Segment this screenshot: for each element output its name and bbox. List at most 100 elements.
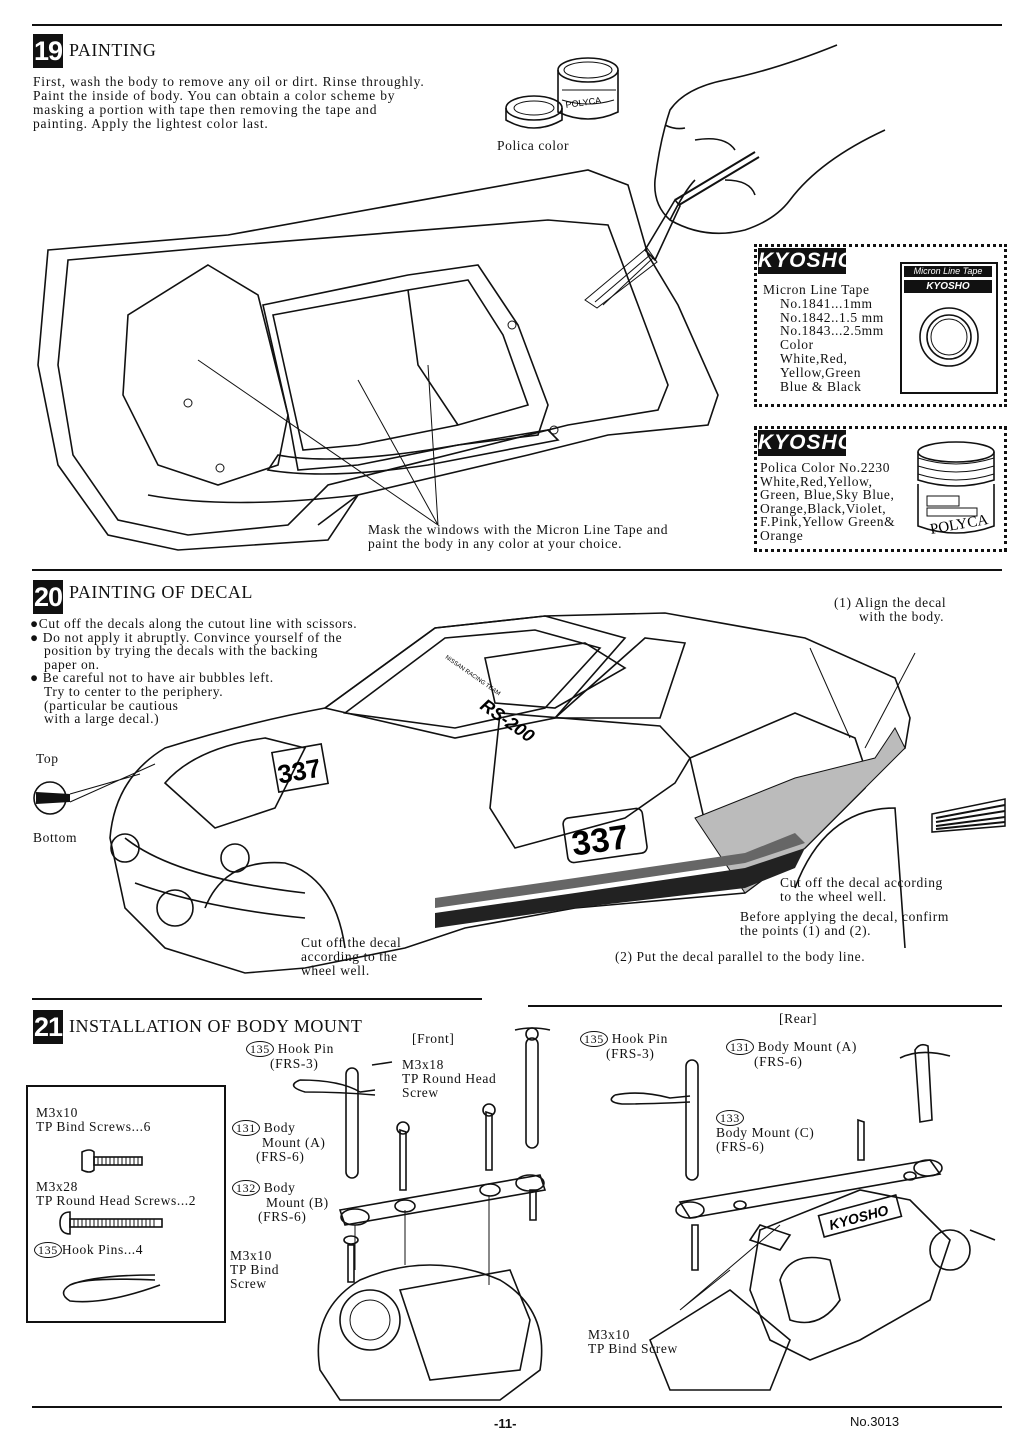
bullet-text: Try to center to the periphery.	[44, 683, 224, 699]
section-divider	[32, 569, 1002, 571]
parts-item-m3x28: M3x28 TP Round Head Screws...2	[36, 1180, 196, 1208]
polica-color-details: Polica Color No.2230 White,Red,Yellow, G…	[760, 461, 895, 543]
part-label: 132 Body	[232, 1180, 329, 1196]
top-label: Top	[36, 751, 59, 766]
round-head-screw-icon	[59, 1211, 163, 1235]
tape-package-brand: KYOSHO	[904, 280, 992, 293]
part-text: M3x10	[588, 1327, 631, 1342]
parts-item-m3x10: M3x10 TP Bind Screws...6	[36, 1106, 151, 1134]
instruction-line: Paint the inside of body. You can obtain…	[33, 88, 396, 103]
bottom-label: Bottom	[33, 830, 78, 845]
step-title-painting-of-decal: PAINTING OF DECAL	[69, 582, 253, 602]
part-text: (FRS-6)	[754, 1054, 803, 1069]
decal-cross-section-icon	[33, 763, 156, 815]
note-line: to the wheel well.	[780, 889, 887, 904]
bullet-item: ● Be careful not to have air bubbles lef…	[30, 671, 357, 685]
mask-line: paint the body in any color at your choi…	[368, 536, 623, 551]
part-text: Hook Pin	[277, 1041, 334, 1056]
front-bind-screw-label: M3x10 TP Bind Screw	[230, 1249, 279, 1291]
step-number-21: 21	[33, 1010, 63, 1044]
note-line: wheel well.	[301, 963, 370, 978]
part-text: TP Bind	[230, 1262, 280, 1277]
part-number-badge: 135	[246, 1041, 274, 1057]
team-name-text: NISSAN RACING TEAM	[444, 655, 501, 698]
hook-pin-icon	[62, 1274, 161, 1303]
rear-heading: [Rear]	[779, 1011, 818, 1026]
parallel-decal-note: (2) Put the decal parallel to the body l…	[615, 949, 866, 964]
part-text: (FRS-3)	[606, 1046, 655, 1061]
front-m3x18-label: M3x18 TP Round Head Screw	[402, 1058, 496, 1100]
step-title-painting: PAINTING	[69, 40, 157, 60]
part-label: 135 Hook Pin	[580, 1031, 668, 1047]
detail-line: Orange	[760, 527, 804, 543]
micron-tape-details: Micron Line Tape No.1841...1mm No.1842..…	[763, 283, 884, 393]
detail-line: F.Pink,Yellow Green&	[760, 514, 896, 530]
bullet-text: paper on.	[44, 656, 100, 672]
bullet-text: with a large decal.)	[44, 711, 160, 727]
bullet-text: Do not apply it abruptly. Convince yours…	[42, 629, 343, 645]
front-mount-assembly-illustration	[292, 1027, 551, 1401]
bind-screw-icon	[81, 1149, 143, 1173]
part-number-badge: 131	[726, 1039, 754, 1055]
polyca-jar-label: POLYCA	[565, 95, 602, 110]
detail-line: White,Red,Yellow,	[760, 473, 873, 489]
bullet-text: Cut off the decals along the cutout line…	[38, 616, 358, 631]
part-text: M3x10	[230, 1248, 273, 1263]
instruction-line: masking a portion with tape then removin…	[33, 102, 378, 117]
bullet-dot: ●	[30, 670, 39, 686]
race-number-hood: 337	[275, 753, 323, 790]
part-label: 131 Body Mount (A)	[726, 1039, 857, 1055]
note-line: Before applying the decal, confirm	[740, 909, 949, 924]
part-text: (FRS-6)	[256, 1149, 305, 1164]
align-decal-note: (1) Align the decal with the body.	[834, 596, 946, 624]
tape-roll-icon	[919, 307, 979, 367]
part-name: Hook Pins...4	[61, 1242, 144, 1257]
part-text: Body Mount (A)	[757, 1039, 857, 1054]
race-number-door: 337	[569, 818, 630, 864]
part-number-badge: 135	[580, 1031, 608, 1047]
part-number-badge: 135	[34, 1242, 62, 1258]
front-body-mount-a-label: 131 Body Mount (A) (FRS-6)	[232, 1120, 326, 1164]
detail-line: White,Red,	[780, 350, 848, 366]
micron-tape-box	[754, 244, 1007, 407]
tape-package-label: Micron Line Tape	[904, 266, 992, 277]
polica-jar-illustration: POLYCA	[505, 57, 619, 129]
part-text: TP Round Head	[402, 1071, 497, 1086]
step-title-installation: INSTALLATION OF BODY MOUNT	[69, 1016, 363, 1036]
body-shell-illustration	[37, 169, 719, 551]
rear-hook-pin-label: 135 Hook Pin (FRS-3)	[580, 1031, 668, 1061]
detail-line: Polica Color No.2230	[760, 460, 891, 475]
top-rule	[32, 24, 1002, 26]
part-text: Screw	[230, 1276, 267, 1291]
cut-wheel-right-note: Cut off the decal according to the wheel…	[780, 876, 943, 904]
bullet-item: ● Do not apply it abruptly. Convince you…	[30, 629, 357, 645]
polica-color-caption: Polica color	[497, 138, 570, 153]
front-body-mount-b-label: 132 Body Mount (B) (FRS-6)	[232, 1180, 329, 1224]
bullet-item: ●Cut off the decals along the cutout lin…	[30, 617, 357, 631]
part-number-badge: 132	[232, 1180, 260, 1196]
part-text: M3x18	[402, 1057, 445, 1072]
bullet-text: (particular be cautious	[44, 697, 179, 713]
part-size: M3x28	[36, 1179, 79, 1194]
document-number: No.3013	[850, 1414, 900, 1429]
part-label: 131 Body	[232, 1120, 326, 1136]
detail-line: Green, Blue,Sky Blue,	[760, 487, 895, 503]
part-text: Mount (B)	[266, 1195, 329, 1210]
step-number-20: 20	[33, 580, 63, 614]
detail-line: Color	[780, 337, 814, 353]
decal-instructions: ●Cut off the decals along the cutout lin…	[30, 617, 357, 726]
mask-line: Mask the windows with the Micron Line Ta…	[368, 522, 669, 537]
note-line: (1) Align the decal	[834, 595, 947, 610]
front-heading: [Front]	[412, 1031, 455, 1046]
detail-line: Yellow,Green	[780, 364, 862, 380]
part-text: Body	[263, 1120, 296, 1135]
bullet-dot: ●	[30, 629, 39, 645]
detail-line: No.1841...1mm	[780, 295, 873, 311]
section-divider	[528, 1005, 1002, 1007]
detail-line: Blue & Black	[780, 378, 862, 394]
part-text: (FRS-6)	[716, 1139, 765, 1154]
part-text: Screw	[402, 1085, 439, 1100]
rear-mount-assembly-illustration: KYOSHO	[610, 1043, 996, 1391]
decal-strip-icon	[931, 798, 1006, 833]
